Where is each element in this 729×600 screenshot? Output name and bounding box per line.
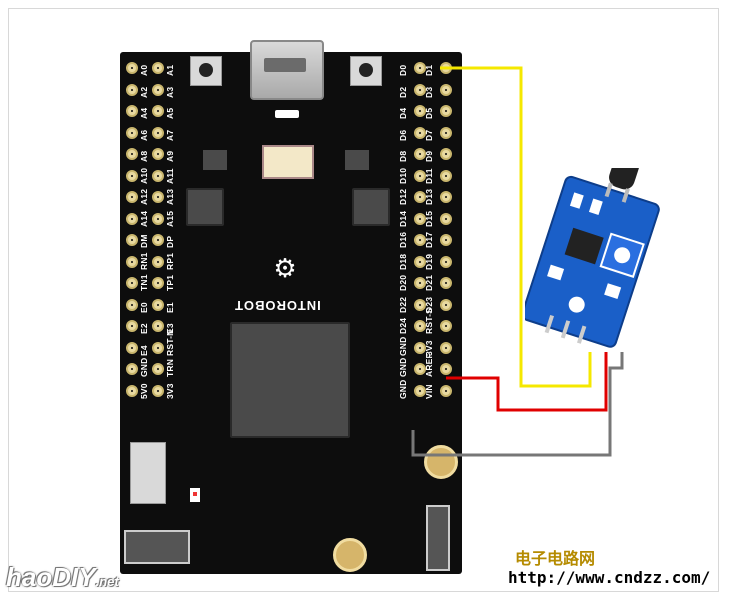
header-pin xyxy=(126,62,138,74)
header-pin xyxy=(126,384,138,397)
main-processor-chip xyxy=(230,322,350,438)
header-pin xyxy=(152,363,164,375)
header-pin xyxy=(440,191,452,203)
side-component xyxy=(426,505,450,571)
header-pin xyxy=(440,341,452,354)
header-pin xyxy=(414,169,426,182)
header-pin xyxy=(152,83,164,96)
header-pin xyxy=(414,148,426,160)
header-pin xyxy=(414,191,426,203)
header-pin xyxy=(152,234,164,246)
header-pin xyxy=(414,126,426,139)
header-pin xyxy=(414,363,426,375)
header-pin xyxy=(440,384,452,397)
header-pin xyxy=(440,277,452,289)
header-pin xyxy=(152,169,164,182)
haodiy-watermark: haoDIY.net xyxy=(6,562,119,592)
header-pin xyxy=(152,384,164,397)
header-pin xyxy=(126,298,138,311)
header-pin xyxy=(152,320,164,332)
crystal xyxy=(262,145,314,179)
header-pin xyxy=(152,212,164,225)
header-pin xyxy=(152,341,164,354)
regulator-left xyxy=(203,150,227,170)
header-pin xyxy=(126,277,138,289)
header-pin xyxy=(414,277,426,289)
header-pin xyxy=(126,255,138,268)
header-pin xyxy=(414,62,426,74)
power-wire xyxy=(446,352,608,412)
header-pin xyxy=(126,169,138,182)
left-ic xyxy=(186,188,224,226)
header-pin xyxy=(440,298,452,311)
header-pin xyxy=(152,191,164,203)
header-pin xyxy=(152,105,164,117)
gear-icon: ⚙ xyxy=(273,253,297,283)
header-pin xyxy=(440,234,452,246)
header-pin xyxy=(152,298,164,311)
antenna-connector-top xyxy=(424,445,458,479)
header-pin xyxy=(414,298,426,311)
header-pin xyxy=(414,384,426,397)
signal-wire xyxy=(440,66,592,388)
header-pin xyxy=(440,148,452,160)
header-pin xyxy=(126,83,138,96)
site-url: http://www.cndzz.com/ xyxy=(508,568,711,587)
rgb-led xyxy=(275,110,299,118)
header-pin xyxy=(440,212,452,225)
header-pin xyxy=(440,255,452,268)
reset-button xyxy=(190,56,222,86)
header-pin xyxy=(414,105,426,117)
header-pin xyxy=(126,148,138,160)
bottom-battery-connector xyxy=(124,530,190,564)
usb-port-inner xyxy=(264,58,306,72)
image-frame xyxy=(8,8,719,592)
flame-sensor-module xyxy=(525,168,660,348)
header-pin xyxy=(126,126,138,139)
header-pin xyxy=(440,169,452,182)
site-title: 电子电路网 xyxy=(515,551,596,568)
header-pin xyxy=(414,320,426,332)
header-pin xyxy=(414,83,426,96)
header-pin xyxy=(440,105,452,117)
header-pin xyxy=(126,212,138,225)
header-pin xyxy=(152,126,164,139)
header-pin xyxy=(126,320,138,332)
intorobot-board xyxy=(120,52,462,574)
header-pin xyxy=(152,62,164,74)
header-pin xyxy=(126,105,138,117)
status-led xyxy=(190,488,200,502)
header-pin xyxy=(152,255,164,268)
header-pin xyxy=(440,83,452,96)
header-pin xyxy=(126,341,138,354)
side-switch xyxy=(130,442,166,504)
header-pin xyxy=(126,191,138,203)
regulator-right xyxy=(345,150,369,170)
header-pin xyxy=(414,341,426,354)
header-pin xyxy=(440,126,452,139)
header-pin xyxy=(414,212,426,225)
header-pin xyxy=(152,148,164,160)
antenna-connector-bottom xyxy=(333,538,367,572)
header-pin xyxy=(414,255,426,268)
header-pin xyxy=(440,320,452,332)
header-pin xyxy=(126,363,138,375)
header-pin xyxy=(126,234,138,246)
header-pin xyxy=(440,363,452,375)
ground-wire xyxy=(411,352,624,457)
mode-button xyxy=(350,56,382,86)
right-ic xyxy=(352,188,390,226)
header-pin xyxy=(152,277,164,289)
header-pin xyxy=(414,234,426,246)
